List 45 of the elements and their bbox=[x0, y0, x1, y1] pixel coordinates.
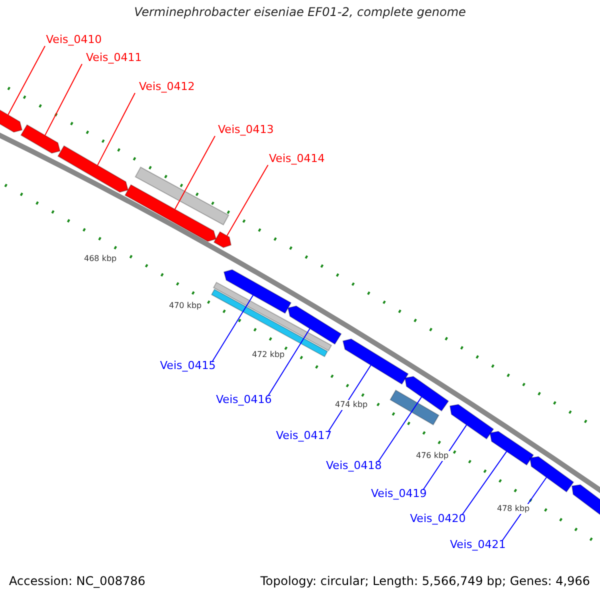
scale-label: 468 kbp bbox=[83, 254, 118, 264]
gene-label: Veis_0417 bbox=[276, 430, 332, 441]
leader-line bbox=[212, 294, 254, 362]
scale-label: 476 kbp bbox=[415, 451, 450, 461]
gene-block bbox=[529, 456, 574, 493]
feature-bar bbox=[134, 166, 230, 226]
leader-line bbox=[378, 396, 422, 462]
scale-label: 478 kbp bbox=[496, 504, 531, 514]
gene-block bbox=[342, 338, 409, 385]
gene-block bbox=[489, 430, 534, 466]
gene-block bbox=[287, 306, 342, 345]
gene-block bbox=[404, 376, 450, 412]
gene-label: Veis_0421 bbox=[450, 539, 506, 550]
feature-bar bbox=[212, 282, 332, 352]
gene-label: Veis_0416 bbox=[216, 394, 272, 405]
leader-line bbox=[226, 164, 268, 236]
genome-summary-text: Topology: circular; Length: 5,566,749 bp; Genes: 4,966 bbox=[260, 575, 590, 587]
leader-line bbox=[8, 46, 46, 116]
gene-label: Veis_0412 bbox=[139, 81, 195, 92]
leader-line bbox=[174, 136, 216, 210]
gene-block bbox=[449, 404, 494, 440]
gene-block bbox=[57, 145, 129, 193]
gene-label: Veis_0415 bbox=[160, 360, 216, 371]
gene-block bbox=[124, 184, 217, 242]
scale-label: 472 kbp bbox=[251, 350, 286, 360]
leader-line bbox=[462, 450, 508, 516]
gene-label: Veis_0411 bbox=[86, 52, 142, 63]
gene-label: Veis_0414 bbox=[269, 153, 325, 164]
gene-label: Veis_0413 bbox=[218, 124, 274, 135]
accession-text: Accession: NC_008786 bbox=[9, 575, 146, 587]
leader-line bbox=[268, 328, 310, 396]
feature-bar bbox=[390, 390, 440, 426]
gene-block bbox=[223, 269, 292, 314]
feature-bar bbox=[210, 288, 328, 358]
title: Verminephrobacter eiseniae EF01-2, complete genome bbox=[133, 6, 467, 18]
leader-line bbox=[44, 64, 82, 136]
gene-label: Veis_0418 bbox=[326, 460, 382, 471]
gene-label: Veis_0410 bbox=[46, 34, 102, 45]
scale-label: 470 kbp bbox=[168, 301, 203, 311]
gene-label: Veis_0419 bbox=[371, 488, 427, 499]
gene-block bbox=[213, 231, 232, 248]
leader-line bbox=[97, 92, 136, 166]
gene-block bbox=[20, 124, 61, 154]
scale-label: 474 kbp bbox=[334, 400, 369, 410]
gene-label: Veis_0420 bbox=[410, 513, 466, 524]
